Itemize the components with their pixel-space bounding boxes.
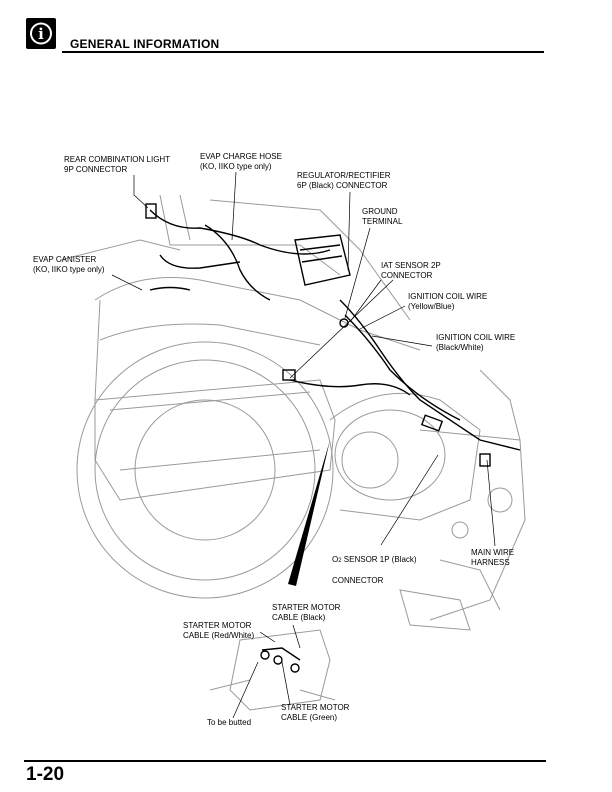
callout-o2-sensor-connector: O2 SENSOR 1P (Black) CONNECTOR: [332, 545, 417, 586]
page-number: 1-20: [26, 764, 65, 785]
callout-regulator-rectifier: REGULATOR/RECTIFIER 6P (Black) CONNECTOR: [297, 171, 391, 190]
callout-to-be-butted: To be butted: [207, 718, 252, 727]
callout-starter-cable-green: STARTER MOTOR CABLE (Green): [281, 703, 350, 722]
callout-main-wire-harness: MAIN WIRE HARNESS: [471, 548, 515, 567]
header-divider: [62, 51, 544, 53]
o2-line2: CONNECTOR: [332, 576, 384, 585]
callout-rear-combination-light: REAR COMBINATION LIGHT 9P CONNECTOR: [64, 155, 171, 174]
o2-subscript: 2: [338, 558, 342, 564]
footer-divider: [24, 760, 546, 762]
o2-suffix: SENSOR 1P (Black): [341, 555, 417, 564]
callout-ground-terminal: GROUND TERMINAL: [362, 207, 403, 226]
svg-text:i: i: [38, 25, 44, 43]
o2-prefix: O: [332, 555, 339, 564]
callout-ignition-coil-black-white: IGNITION COIL WIRE (Black/White): [436, 333, 516, 352]
callout-iat-sensor: IAT SENSOR 2P CONNECTOR: [381, 261, 441, 280]
callout-ignition-coil-yellow-blue: IGNITION COIL WIRE (Yellow/Blue): [408, 292, 488, 311]
callout-starter-cable-red-white: STARTER MOTOR CABLE (Red/White): [183, 621, 255, 640]
callout-starter-cable-black: STARTER MOTOR CABLE (Black): [272, 603, 341, 622]
info-icon: i: [26, 18, 56, 49]
callout-evap-charge-hose: EVAP CHARGE HOSE (KO, IIKO type only): [200, 152, 282, 171]
page-title: GENERAL INFORMATION: [70, 37, 220, 51]
callout-evap-canister: EVAP CANISTER (KO, IIKO type only): [33, 255, 105, 274]
